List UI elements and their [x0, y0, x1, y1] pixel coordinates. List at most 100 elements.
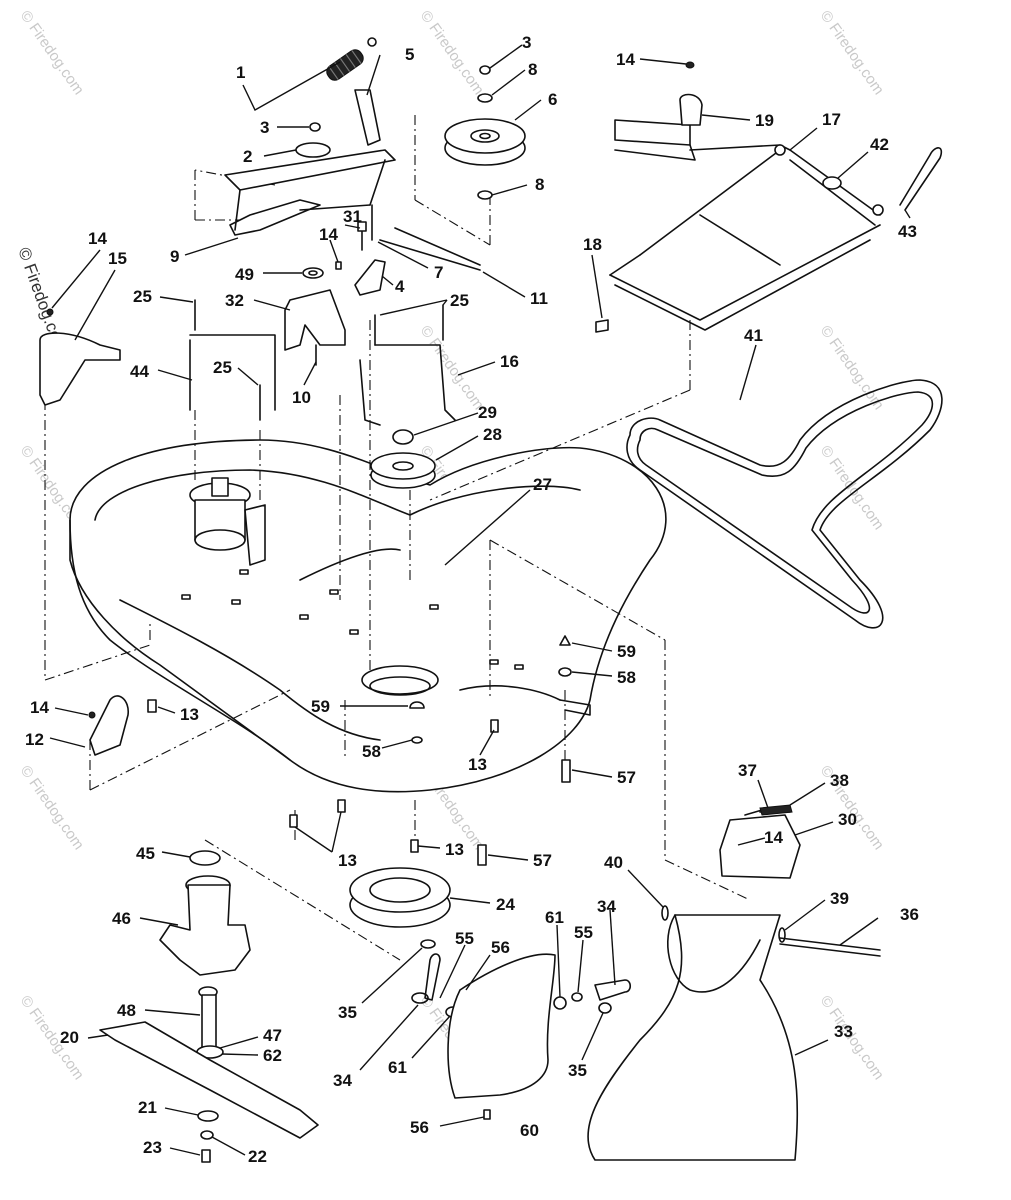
callout-58: 58 [617, 668, 636, 687]
callout-34: 34 [597, 897, 616, 916]
callout-2: 2 [243, 147, 252, 166]
hitch-frame-assembly [595, 61, 943, 333]
callout-55: 55 [574, 923, 593, 942]
callout-61: 61 [545, 908, 564, 927]
callout-13: 13 [338, 851, 357, 870]
callout-labels: 1 2 3 3 4 5 6 7 8 8 9 10 11 12 13 13 13 … [25, 33, 919, 1166]
callout-49: 49 [235, 265, 254, 284]
callout-19: 19 [755, 111, 774, 130]
callout-1: 1 [236, 63, 245, 82]
callout-45: 45 [136, 844, 155, 863]
deck-bracket [244, 504, 266, 566]
callout-42: 42 [870, 135, 889, 154]
screw-56 [483, 1109, 491, 1120]
callout-59: 59 [617, 642, 636, 661]
callout-56: 56 [410, 1118, 429, 1137]
callout-39: 39 [830, 889, 849, 908]
mower-deck [69, 439, 667, 793]
callout-48: 48 [117, 1001, 136, 1020]
spindle-blade-assembly [99, 850, 319, 1163]
callout-17: 17 [822, 110, 841, 129]
callout-3: 3 [260, 118, 269, 137]
drive-belt [626, 379, 943, 629]
callout-16: 16 [500, 352, 519, 371]
callout-25: 25 [450, 291, 469, 310]
callout-13: 13 [445, 840, 464, 859]
callout-58: 58 [362, 742, 381, 761]
bag-bracket [719, 804, 801, 879]
callout-37: 37 [738, 761, 757, 780]
callout-27: 27 [533, 475, 552, 494]
callout-31: 31 [343, 207, 362, 226]
grass-bag [587, 905, 881, 1161]
callout-6: 6 [548, 90, 557, 109]
assembly-lines [44, 115, 751, 961]
watermark-text: © Firedog.com [817, 443, 887, 534]
callout-11: 11 [530, 289, 548, 308]
callout-13: 13 [180, 705, 199, 724]
idler-arm-assembly [224, 37, 481, 296]
callout-24: 24 [496, 895, 515, 914]
callout-59: 59 [311, 697, 330, 716]
callout-13: 13 [468, 755, 487, 774]
callout-5: 5 [405, 45, 414, 64]
watermark-text: © Firedog.com [417, 8, 487, 99]
callout-47: 47 [263, 1026, 282, 1045]
callout-21: 21 [138, 1098, 157, 1117]
callout-8: 8 [528, 60, 537, 79]
callout-41: 41 [744, 326, 763, 345]
callout-44: 44 [130, 362, 149, 381]
callout-32: 32 [225, 291, 244, 310]
callout-7: 7 [434, 263, 443, 282]
callout-18: 18 [583, 235, 602, 254]
spindle-housing-24 [349, 867, 451, 928]
callout-56: 56 [491, 938, 510, 957]
callout-30: 30 [838, 810, 857, 829]
idler-pulley-assembly [444, 65, 526, 200]
callout-57: 57 [617, 768, 636, 787]
callout-15: 15 [108, 249, 127, 268]
watermark-text: © Firedog.com [817, 763, 887, 854]
callout-43: 43 [898, 222, 917, 241]
callout-61: 61 [388, 1058, 407, 1077]
watermark-text: © Firedog.com [817, 8, 887, 99]
callout-25: 25 [133, 287, 152, 306]
callout-20: 20 [60, 1028, 79, 1047]
callout-23: 23 [143, 1138, 162, 1157]
callout-60: 60 [520, 1121, 539, 1140]
callout-40: 40 [604, 853, 623, 872]
watermark-text: © Firedog.com [17, 8, 87, 99]
callout-28: 28 [483, 425, 502, 444]
callout-3: 3 [522, 33, 531, 52]
leader-lines [49, 44, 911, 1156]
discharge-chute [447, 953, 556, 1099]
callout-35: 35 [338, 1003, 357, 1022]
callout-25: 25 [213, 358, 232, 377]
callout-12: 12 [25, 730, 44, 749]
deck-spindle-left [189, 477, 251, 551]
callout-14: 14 [30, 698, 49, 717]
callout-36: 36 [900, 905, 919, 924]
callout-14: 14 [764, 828, 783, 847]
deck-hanger-bracket [39, 308, 121, 406]
callout-55: 55 [455, 929, 474, 948]
callout-34: 34 [333, 1071, 352, 1090]
callout-10: 10 [292, 388, 311, 407]
watermark-text: © Firedog.com [17, 763, 87, 854]
callout-57: 57 [533, 851, 552, 870]
callout-14: 14 [88, 229, 107, 248]
bracket-12 [88, 695, 129, 756]
callout-46: 46 [112, 909, 131, 928]
deck-hanger-parts [189, 289, 456, 489]
callout-22: 22 [248, 1147, 267, 1166]
callout-62: 62 [263, 1046, 282, 1065]
callout-33: 33 [834, 1022, 853, 1041]
callout-14: 14 [616, 50, 635, 69]
callout-29: 29 [478, 403, 497, 422]
callout-35: 35 [568, 1061, 587, 1080]
callout-4: 4 [395, 277, 405, 296]
callout-38: 38 [830, 771, 849, 790]
callout-14: 14 [319, 225, 338, 244]
callout-9: 9 [170, 247, 179, 266]
